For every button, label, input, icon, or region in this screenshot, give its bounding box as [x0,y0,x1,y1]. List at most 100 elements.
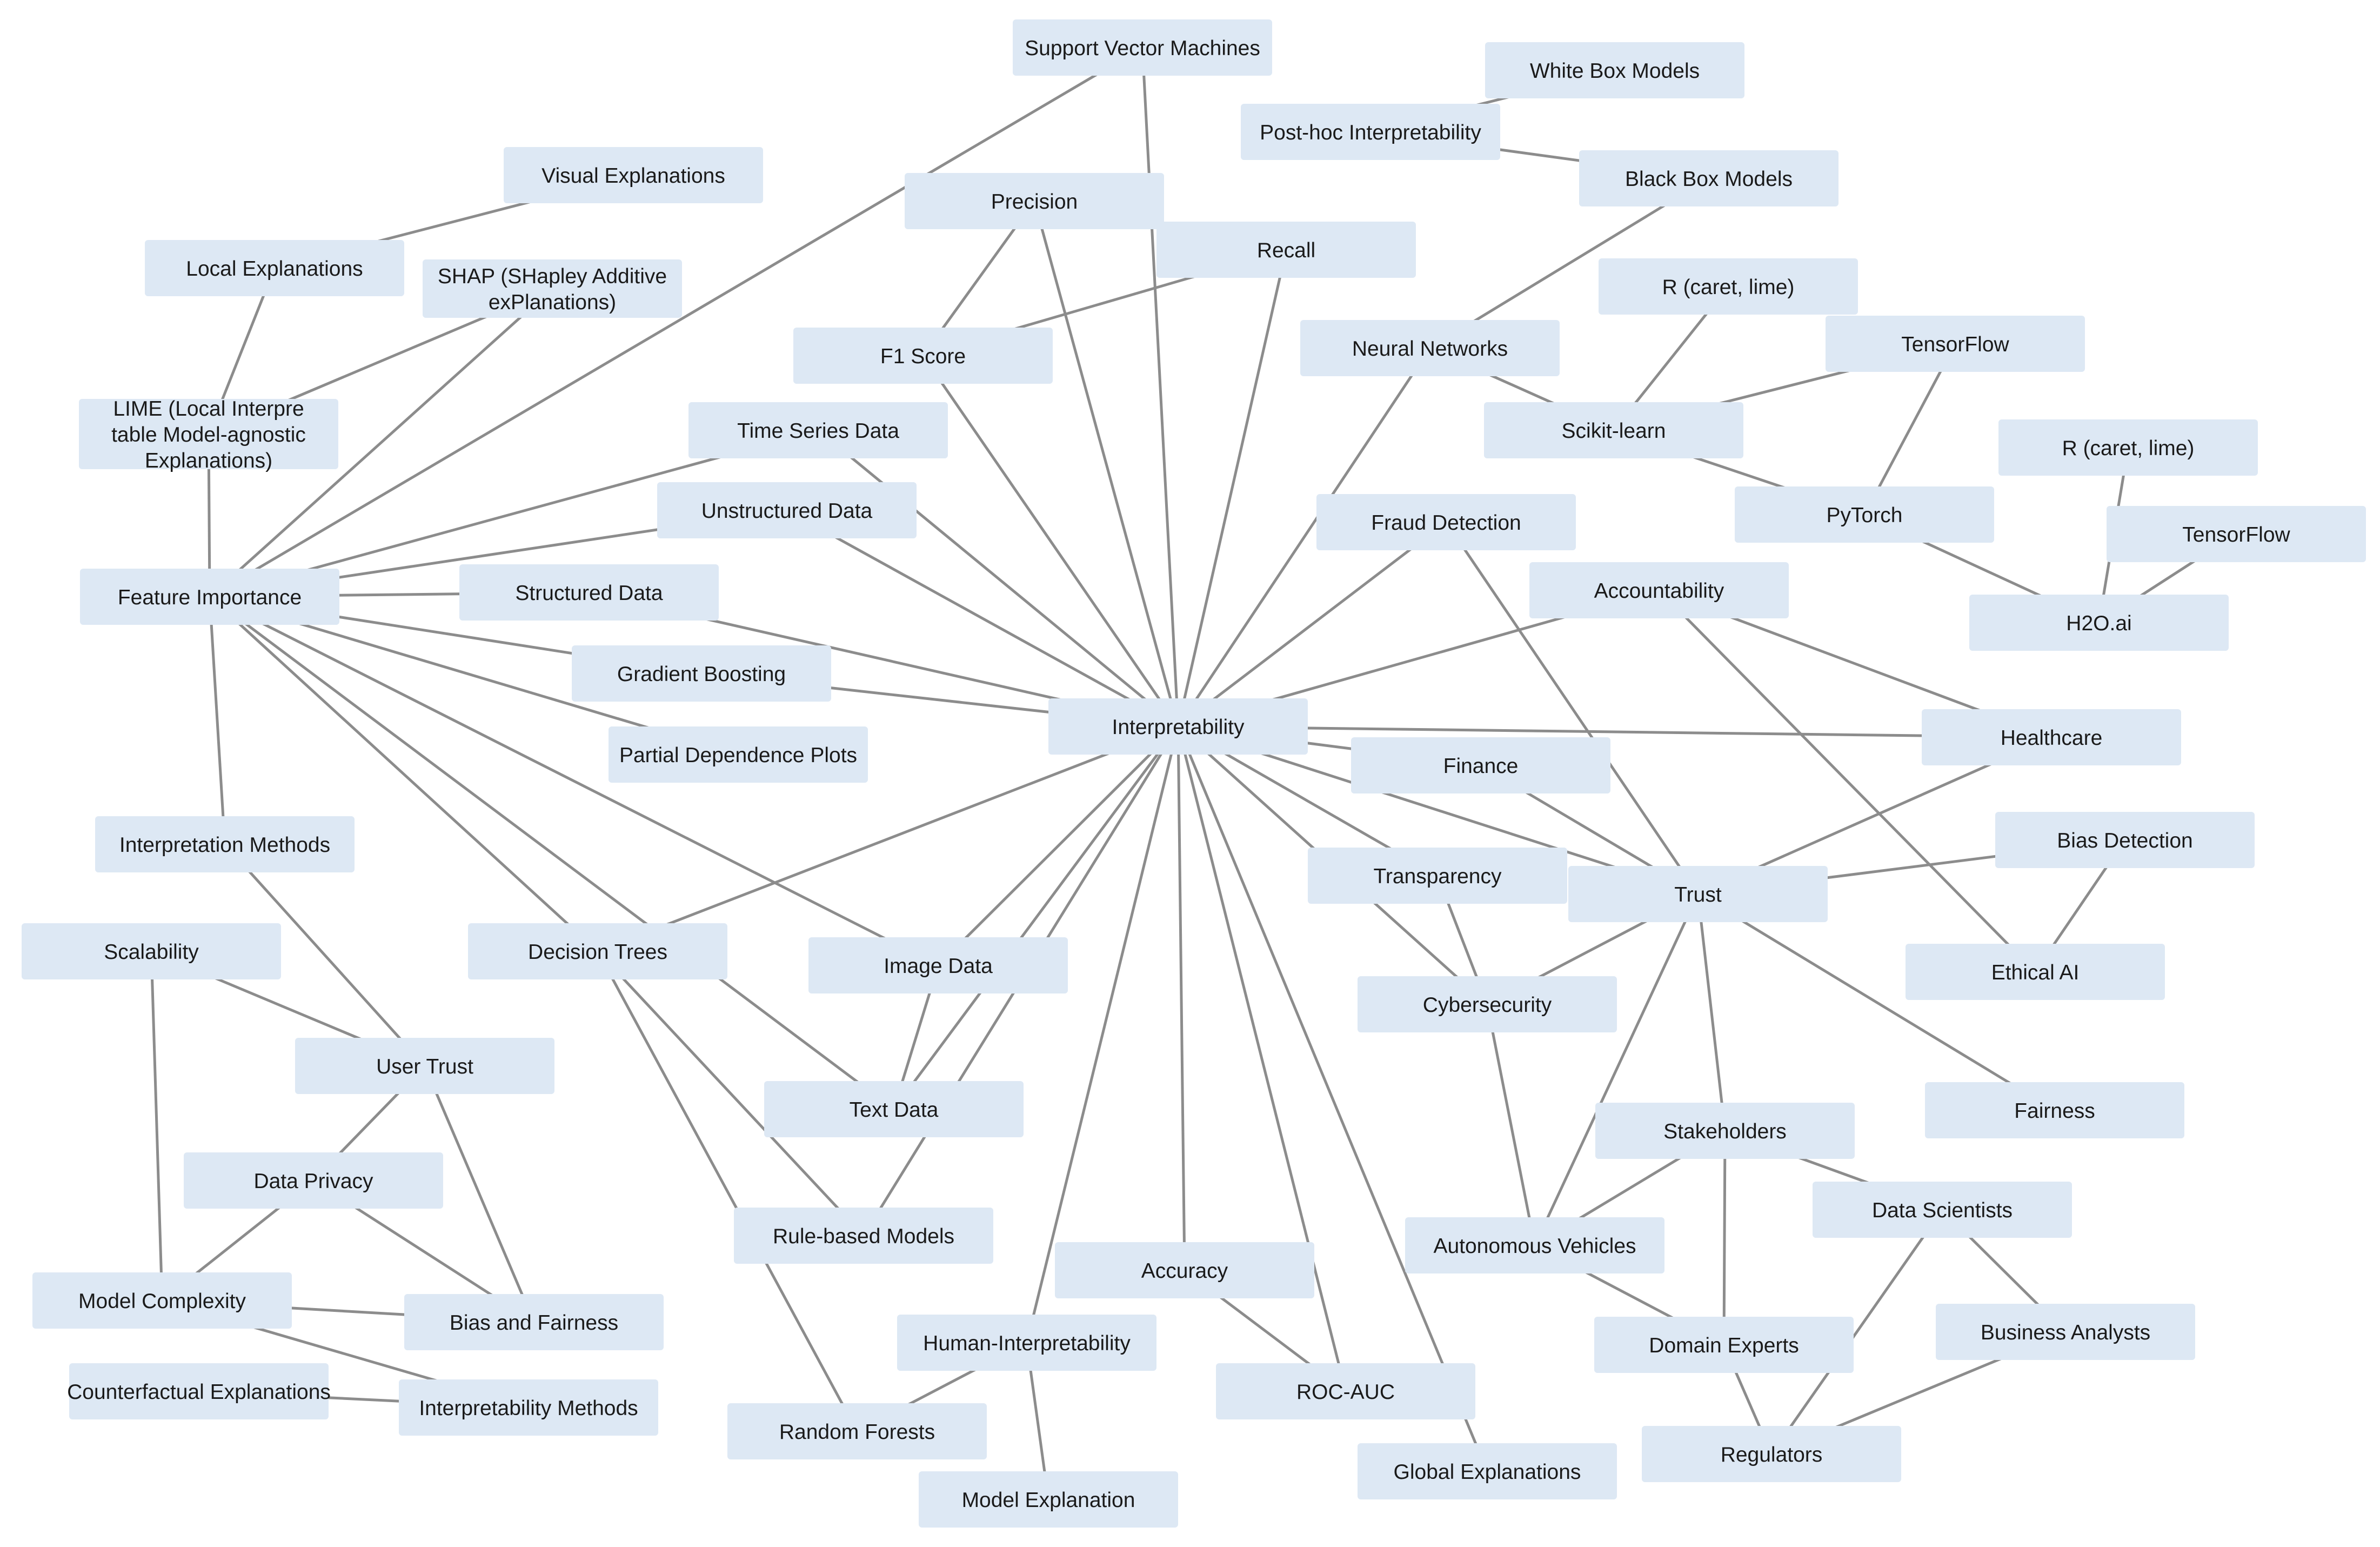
edge-interp-textdata [892,725,1180,1110]
node-datasci[interactable]: Data Scientists [1813,1182,2072,1238]
node-label: Structured Data [515,582,663,605]
node-visual[interactable]: Visual Explanations [504,147,763,203]
node-ethical[interactable]: Ethical AI [1906,944,2165,1000]
node-box [727,1403,987,1459]
edge-cyber-autonomous [1486,1004,1536,1246]
node-rocauc[interactable]: ROC-AUC [1216,1363,1475,1419]
node-modelcomplex[interactable]: Model Complexity [32,1272,292,1329]
node-label: Recall [1257,239,1315,262]
node-interp[interactable]: Interpretability [1048,698,1308,755]
node-layer: Interpretability Support Vector Machines W… [22,19,2366,1528]
node-label: H2O.ai [2066,612,2131,635]
node-textdata[interactable]: Text Data [764,1081,1024,1137]
node-gradboost[interactable]: Gradient Boosting [572,645,831,702]
node-box [1241,104,1500,160]
node-blackbox[interactable]: Black Box Models [1579,150,1839,206]
node-regulators[interactable]: Regulators [1642,1426,1901,1482]
node-rcaret1[interactable]: R (caret, lime) [1599,258,1858,315]
node-precision[interactable]: Precision [905,173,1164,229]
edge-interp-neural [1176,347,1432,728]
node-rulebased[interactable]: Rule-based Models [734,1208,993,1264]
edge-featimp-interpmethods1 [208,596,226,845]
node-recall[interactable]: Recall [1156,222,1416,278]
node-pytorch[interactable]: PyTorch [1735,486,1994,543]
node-svm[interactable]: Support Vector Machines [1013,19,1272,76]
node-label: Accuracy [1141,1259,1228,1283]
node-box [1595,1103,1855,1159]
node-accountability[interactable]: Accountability [1529,562,1789,618]
node-modelexp[interactable]: Model Explanation [919,1471,1178,1528]
node-dtrees[interactable]: Decision Trees [468,923,727,979]
node-accuracy[interactable]: Accuracy [1055,1242,1314,1298]
node-label: Support Vector Machines [1025,37,1260,60]
node-pdp[interactable]: Partial Dependence Plots [609,726,868,783]
edge-interpmethods1-usertrust [224,843,426,1067]
node-box [1013,19,1272,76]
node-label: Partial Dependence Plots [619,744,857,767]
node-unstructured[interactable]: Unstructured Data [657,482,917,538]
node-label: Human-Interpretability [923,1332,1131,1355]
node-structured[interactable]: Structured Data [459,564,719,621]
node-box [1995,812,2255,868]
node-finance[interactable]: Finance [1351,737,1610,793]
node-box [32,1272,292,1329]
node-local[interactable]: Local Explanations [145,240,404,296]
node-label: R (caret, lime) [1662,276,1795,299]
node-featimp[interactable]: Feature Importance [80,569,339,625]
node-tf1[interactable]: TensorFlow [1826,316,2085,372]
node-scalability[interactable]: Scalability [22,923,281,979]
node-counterfactual[interactable]: Counterfactual Explanations [67,1363,331,1419]
node-sklearn[interactable]: Scikit-learn [1484,402,1743,458]
node-randomforests[interactable]: Random Forests [727,1403,987,1459]
node-biasdet[interactable]: Bias Detection [1995,812,2255,868]
node-rcaret2[interactable]: R (caret, lime) [1998,419,2258,476]
node-stakeholders[interactable]: Stakeholders [1595,1103,1855,1159]
node-posthoc[interactable]: Post-hoc Interpretability [1241,104,1500,160]
node-fraud[interactable]: Fraud Detection [1316,494,1576,550]
node-label: Random Forests [779,1421,935,1444]
node-humaninterp[interactable]: Human-Interpretability [897,1315,1156,1371]
node-label: Decision Trees [528,941,667,964]
node-autonomous[interactable]: Autonomous Vehicles [1405,1217,1664,1273]
node-label: Visual Explanations [541,164,725,188]
node-trust[interactable]: Trust [1568,866,1828,922]
node-biasfair[interactable]: Bias and Fairness [404,1294,664,1350]
node-label: Model Explanation [962,1489,1135,1512]
node-healthcare[interactable]: Healthcare [1922,709,2181,765]
node-transparency[interactable]: Transparency [1308,848,1567,904]
node-box [468,923,727,979]
edge-scalability-modelcomplex [150,951,164,1301]
edge-blackbox-neural [1429,177,1710,350]
node-box [22,923,281,979]
node-globalexp[interactable]: Global Explanations [1358,1443,1617,1499]
edge-usertrust-biasfair [423,1065,536,1323]
node-neural[interactable]: Neural Networks [1300,320,1560,376]
node-box [1484,402,1743,458]
node-interpmethods1[interactable]: Interpretation Methods [95,816,355,872]
node-bizanalysts[interactable]: Business Analysts [1936,1304,2195,1360]
node-interpmethods2[interactable]: Interpretability Methods [399,1379,658,1436]
edge-fraud-trust [1445,521,1700,895]
node-usertrust[interactable]: User Trust [295,1038,554,1094]
node-fairness[interactable]: Fairness [1925,1082,2184,1138]
node-box [295,1038,554,1094]
node-cyber[interactable]: Cybersecurity [1358,976,1617,1032]
node-f1[interactable]: F1 Score [793,328,1053,384]
node-tf2[interactable]: TensorFlow [2107,506,2366,562]
node-h2o[interactable]: H2O.ai [1969,595,2229,651]
node-dataprivacy[interactable]: Data Privacy [184,1152,443,1209]
node-box [79,399,338,469]
node-label: Unstructured Data [701,499,873,523]
node-label: Autonomous Vehicles [1433,1235,1636,1258]
node-domainexp[interactable]: Domain Experts [1594,1317,1854,1373]
node-box [572,645,831,702]
node-timeseries[interactable]: Time Series Data [688,402,948,458]
edge-shap-featimp [209,288,553,598]
node-box [1055,1242,1314,1298]
node-whitebox[interactable]: White Box Models [1485,42,1744,98]
node-imagedata[interactable]: Image Data [808,937,1068,993]
node-box [1316,494,1576,550]
node-label: TensorFlow [1901,333,2009,356]
